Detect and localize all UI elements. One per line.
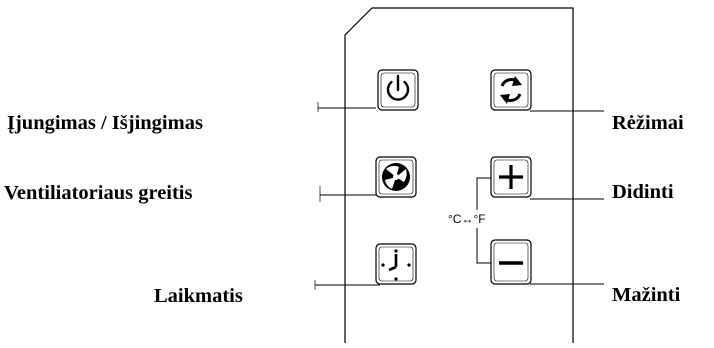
modes-button[interactable] xyxy=(490,69,532,111)
plus-icon xyxy=(499,165,523,189)
unit-toggle-bracket xyxy=(476,177,493,264)
power-icon xyxy=(386,74,410,101)
cycle-arrows-icon xyxy=(500,76,522,104)
increase-label: Didinti xyxy=(612,181,674,203)
fan-speed-button[interactable] xyxy=(375,156,417,198)
timer-label: Laikmatis xyxy=(154,285,243,307)
power-label: Įjungimas / Išjingimas xyxy=(7,112,203,134)
clock-icon xyxy=(381,249,411,281)
fan-icon xyxy=(382,163,410,191)
modes-label: Rėžimai xyxy=(612,112,684,134)
power-button[interactable] xyxy=(377,69,419,111)
remote-body-outline xyxy=(344,7,574,343)
fan-speed-label: Ventiliatoriaus greitis xyxy=(4,182,193,204)
unit-toggle-label: °C↔°F xyxy=(448,212,486,226)
increase-button[interactable] xyxy=(490,156,532,198)
timer-button[interactable] xyxy=(375,243,417,285)
decrease-label: Mažinti xyxy=(612,284,681,306)
decrease-button[interactable] xyxy=(490,239,532,285)
